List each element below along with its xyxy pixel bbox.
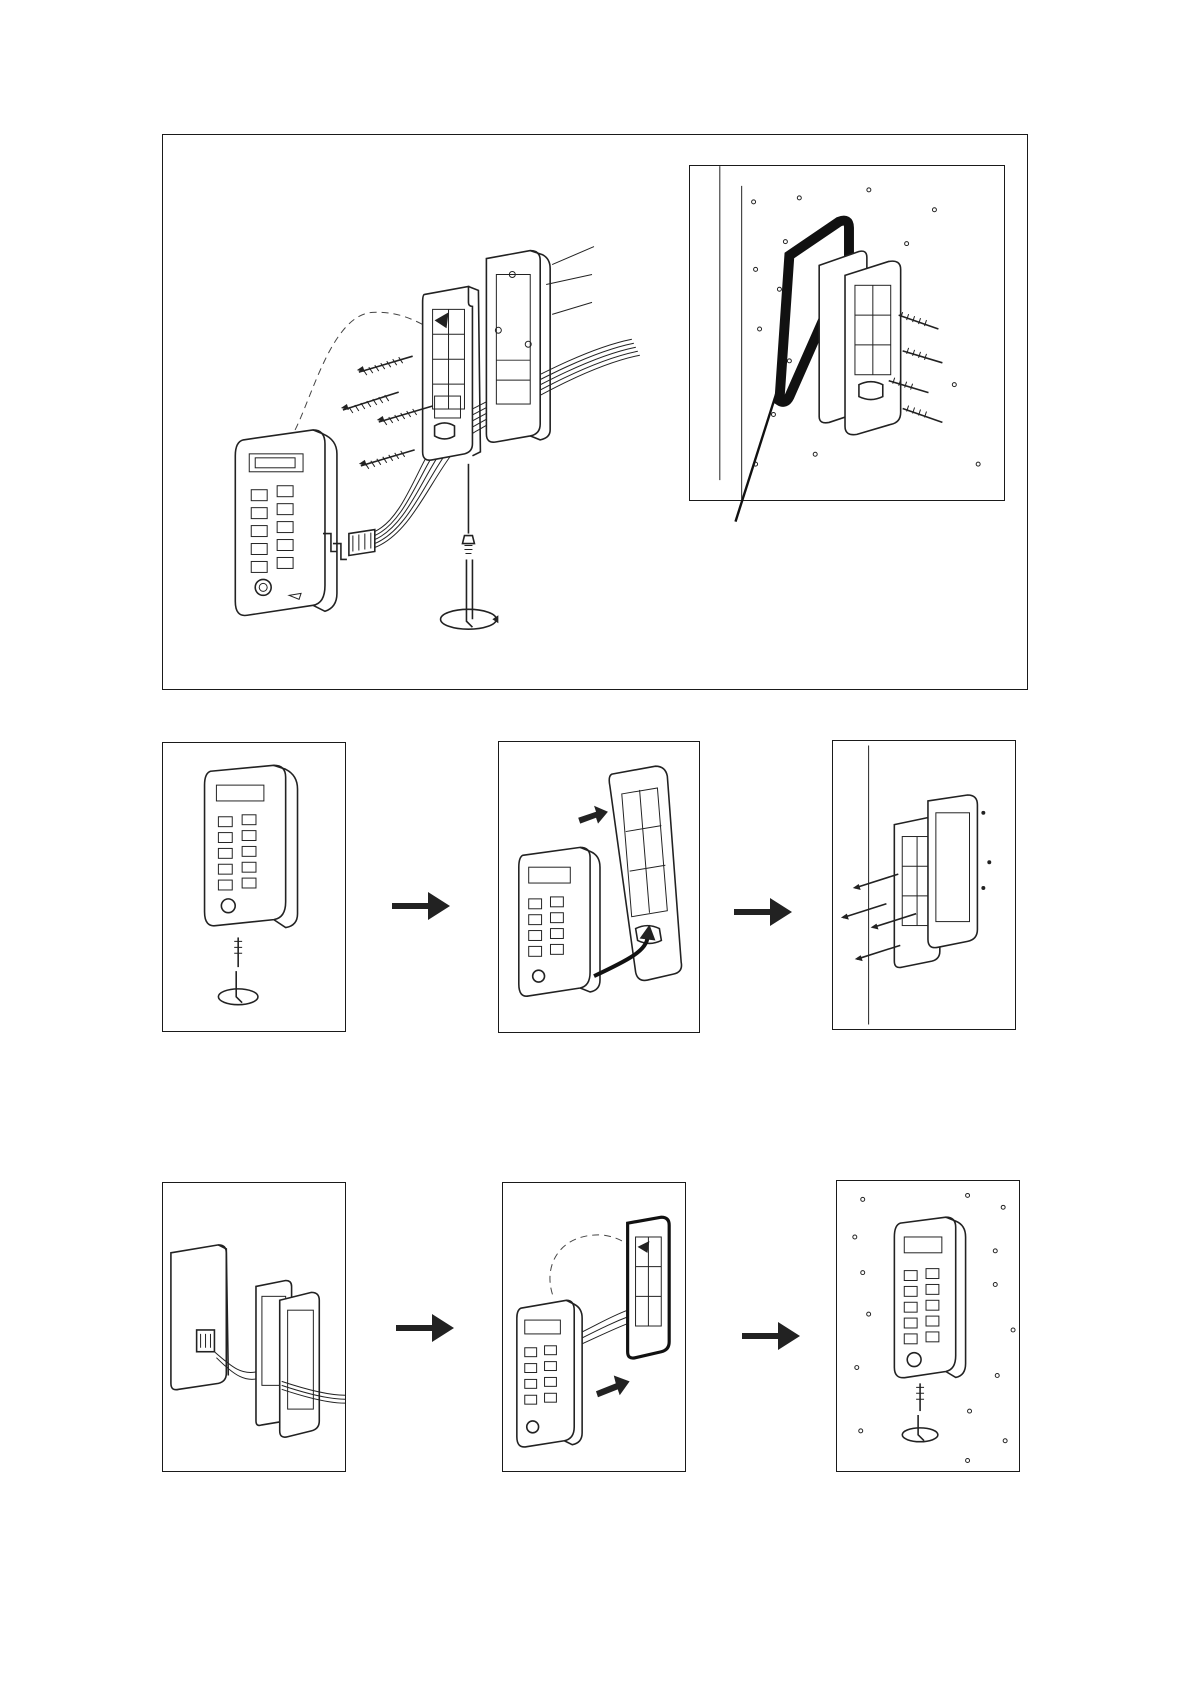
step-1-drawing bbox=[163, 743, 345, 1031]
keypad-unit-icon bbox=[519, 847, 600, 996]
step-5-drawing bbox=[503, 1183, 685, 1471]
wall-gasket-detail-drawing bbox=[690, 166, 1004, 500]
keypad-unit-icon bbox=[894, 1217, 965, 1378]
back-plate-icon bbox=[609, 766, 681, 980]
gasket-icon bbox=[280, 1292, 320, 1437]
allen-key-icon bbox=[902, 1383, 938, 1441]
back-plate-icon bbox=[628, 1217, 670, 1358]
gasket-icon bbox=[928, 795, 977, 948]
step-5-panel bbox=[502, 1182, 686, 1472]
flow-arrow-icon bbox=[734, 898, 792, 926]
keypad-unit-icon bbox=[517, 1300, 582, 1447]
wall-gasket-detail-panel bbox=[689, 165, 1005, 501]
step-6-panel bbox=[836, 1180, 1020, 1472]
detach-arrow-icon bbox=[578, 806, 608, 824]
back-plate-icon bbox=[423, 286, 481, 460]
allen-key-icon bbox=[441, 464, 499, 629]
cable-bundle-icon bbox=[582, 1310, 631, 1344]
step-4-panel bbox=[162, 1182, 346, 1472]
flow-arrow-icon bbox=[396, 1314, 454, 1342]
attach-arrow-icon bbox=[596, 1375, 630, 1397]
flow-arrow-icon bbox=[392, 892, 450, 920]
allen-key-icon bbox=[218, 937, 258, 1004]
step-2-panel bbox=[498, 741, 700, 1033]
keypad-unit-icon bbox=[235, 430, 337, 616]
gasket-icon bbox=[486, 251, 550, 443]
exploded-assembly-panel bbox=[162, 134, 1028, 690]
step-1-panel bbox=[162, 742, 346, 1032]
wire-connector-icon bbox=[323, 530, 375, 560]
wall-anchor-icon bbox=[341, 356, 433, 469]
step-3-drawing bbox=[833, 741, 1015, 1029]
keypad-unit-icon bbox=[171, 1245, 228, 1390]
step-4-drawing bbox=[163, 1183, 345, 1471]
step-2-drawing bbox=[499, 742, 699, 1032]
flow-arrow-icon bbox=[742, 1322, 800, 1350]
step-6-drawing bbox=[837, 1181, 1019, 1471]
keypad-unit-icon bbox=[205, 765, 298, 927]
step-3-panel bbox=[832, 740, 1016, 1030]
